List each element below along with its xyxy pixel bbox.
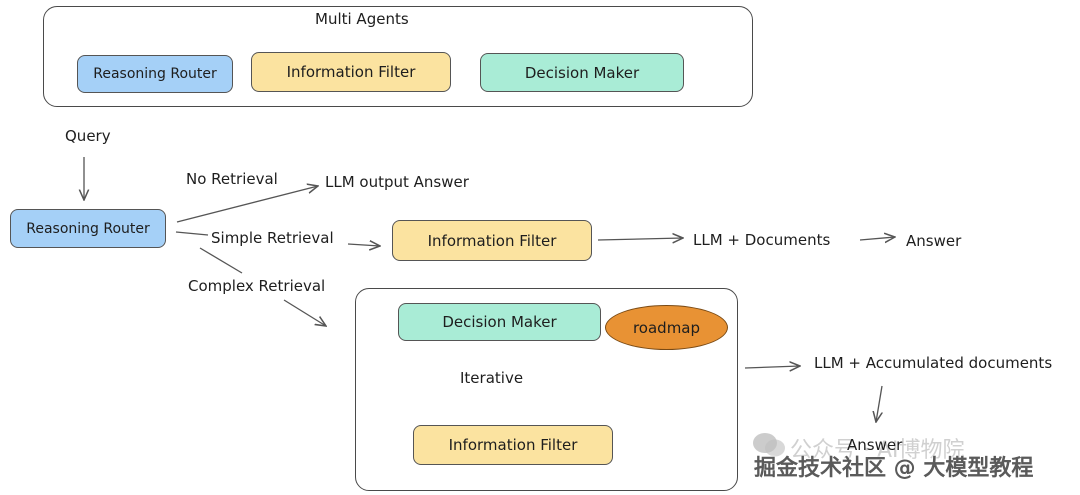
roadmap-node: roadmap — [605, 305, 728, 350]
arrow-simple-retrieval-a — [175, 231, 209, 236]
llm-documents-label: LLM + Documents — [693, 231, 831, 249]
arrow-complex-to-llm — [744, 366, 800, 368]
legend-information-filter: Information Filter — [251, 52, 451, 92]
query-label: Query — [65, 127, 111, 145]
complex-information-filter-node: Information Filter — [413, 425, 613, 465]
complex-answer-label: Answer — [847, 436, 903, 454]
watermark-bottom: 掘金技术社区 @ 大模型教程 — [754, 456, 1034, 481]
arrow-llm-to-answer-complex — [876, 385, 882, 422]
arrow-simple-retrieval-b — [347, 244, 380, 246]
wechat-icon — [753, 433, 785, 457]
llm-output-answer-label: LLM output Answer — [325, 173, 469, 191]
arrow-complex-retrieval-a — [199, 247, 243, 274]
simple-retrieval-label: Simple Retrieval — [211, 229, 334, 247]
arrow-filter-to-llm — [597, 238, 683, 240]
decision-maker-node: Decision Maker — [398, 303, 601, 341]
simple-information-filter-node: Information Filter — [392, 220, 592, 261]
arrow-complex-retrieval-b — [283, 299, 326, 326]
legend-decision-maker: Decision Maker — [480, 53, 684, 92]
arrow-no-retrieval — [176, 186, 318, 223]
multi-agents-title: Multi Agents — [315, 10, 409, 28]
llm-accumulated-documents-label: LLM + Accumulated documents — [814, 354, 1053, 372]
arrow-llm-to-answer — [859, 237, 895, 240]
legend-reasoning-router: Reasoning Router — [77, 55, 233, 93]
complex-retrieval-label: Complex Retrieval — [188, 277, 326, 295]
watermark-top: 公众号 · AI博物院 — [790, 438, 965, 463]
iterative-label: Iterative — [460, 369, 524, 387]
no-retrieval-label: No Retrieval — [186, 170, 278, 188]
reasoning-router-node: Reasoning Router — [10, 209, 166, 248]
simple-answer-label: Answer — [906, 232, 962, 250]
